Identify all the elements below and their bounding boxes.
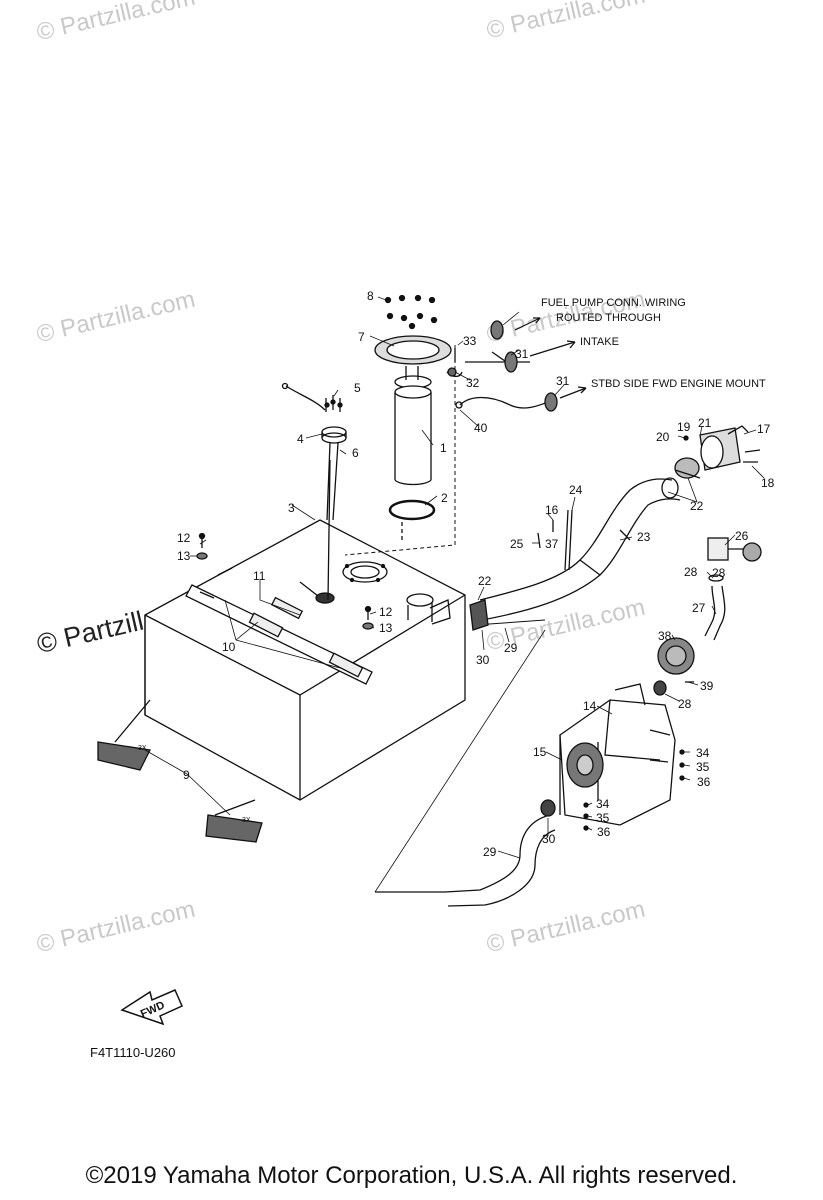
part-label: 4 [297,432,304,446]
copyright-notice: ©2019 Yamaha Motor Corporation, U.S.A. A… [85,1162,738,1189]
part-label: 32 [466,376,480,390]
part-label: 7 [358,330,365,344]
figure-code: F4T1110-U260 [90,1045,176,1060]
part-label: 17 [757,422,771,436]
fuel-filter-canister [559,683,685,831]
part-label: 22 [478,574,492,588]
part-label: 30 [542,832,556,846]
annotation-text: FUEL PUMP CONN. WIRING [541,297,686,309]
part-label: 12 [379,605,393,619]
part-label: 36 [697,775,711,789]
part-label: 38 [658,629,672,643]
part-label: 29 [483,845,497,859]
part-label: 21 [698,416,712,430]
part-label: 28 [684,565,698,579]
part-label: 37 [545,537,559,551]
part-label: 24 [569,483,583,497]
part-label: 33 [463,334,477,348]
part-label: 18 [761,476,775,490]
part-label: 5 [354,381,361,395]
quantity-marks: 3X 3X [138,745,251,824]
fwd-arrow: FWD [120,989,183,1026]
part-label: 8 [367,289,374,303]
filler-hose [479,477,681,621]
quantity-label: 3X [138,745,147,752]
tank-pad [97,699,263,843]
part-label: 22 [690,499,704,513]
part-label: 28 [712,566,726,580]
part-label: 20 [656,430,670,444]
annotation-text: STBD SIDE FWD ENGINE MOUNT [591,378,766,390]
water-separator [653,537,762,696]
part-label: 15 [533,745,547,759]
part-label: 19 [677,420,691,434]
lower-hose [374,629,556,907]
part-label: 28 [678,697,692,711]
part-label: 35 [696,760,710,774]
annotation-arrow [559,387,587,399]
part-label: 31 [556,374,570,388]
annotation-text: ROUTED THROUGH [556,312,661,324]
part-label: 23 [637,530,651,544]
part-label: 26 [735,529,749,543]
part-label: 34 [696,746,710,760]
part-label: 1 [440,441,447,455]
part-label: 25 [510,537,524,551]
part-label: 31 [515,347,529,361]
part-label: 16 [545,503,559,517]
part-label: 29 [504,641,518,655]
part-label: 2 [441,491,448,505]
part-labels: 1 2 3 4 5 6 7 8 9 10 11 12 13 14 15 16 1… [177,289,775,859]
quantity-label: 3X [242,817,251,824]
part-label: 6 [352,446,359,460]
part-label: 13 [177,549,191,563]
part-label: 10 [222,640,236,654]
bolt-washer [196,532,374,630]
part-label: 9 [183,768,190,782]
intake-fittings [446,320,558,412]
part-label: 27 [692,601,706,615]
annotation-arrow [514,317,541,331]
part-label: 34 [596,797,610,811]
annotations: FUEL PUMP CONN. WIRING ROUTED THROUGH IN… [541,297,766,390]
part-label: 13 [379,621,393,635]
part-label: 30 [476,653,490,667]
part-label: 35 [596,811,610,825]
part-label: 11 [253,569,266,583]
fuel-tank [144,519,466,801]
filler-cap-assembly [674,425,761,479]
part-label: 3 [288,501,295,515]
part-label: 39 [700,679,714,693]
part-label: 12 [177,531,191,545]
part-label: 40 [474,421,488,435]
part-label: 14 [583,699,597,713]
annotation-arrow [529,341,576,357]
annotation-text: INTAKE [580,336,619,348]
part-label: 36 [597,825,611,839]
fuel-level-sender [281,382,347,601]
fuel-pump [344,294,456,556]
